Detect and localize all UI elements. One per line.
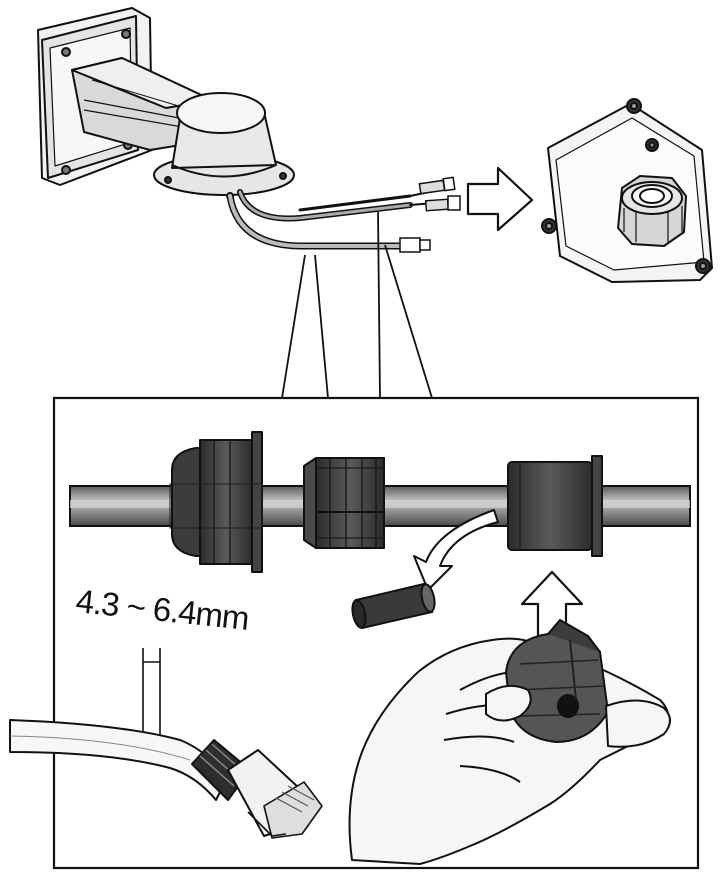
cable-gland-clamp-icon — [303, 457, 385, 549]
wall-mount-bracket-icon — [37, 7, 295, 200]
seal-housing-icon — [507, 455, 603, 557]
arrow-right-icon — [466, 166, 534, 232]
curved-arrow-icon — [413, 509, 499, 591]
seal-insert-icon — [351, 582, 436, 630]
connector-plugs-icon — [399, 176, 461, 253]
cable-gland-cap-icon — [169, 431, 263, 573]
rj45-plug-icon — [9, 719, 323, 839]
junction-box-with-gland-icon — [541, 98, 713, 283]
split-seal-icon — [505, 619, 609, 743]
bracket-cables — [226, 187, 449, 250]
zoom-callout-lines — [281, 211, 433, 399]
thumb-overlay — [485, 684, 671, 748]
